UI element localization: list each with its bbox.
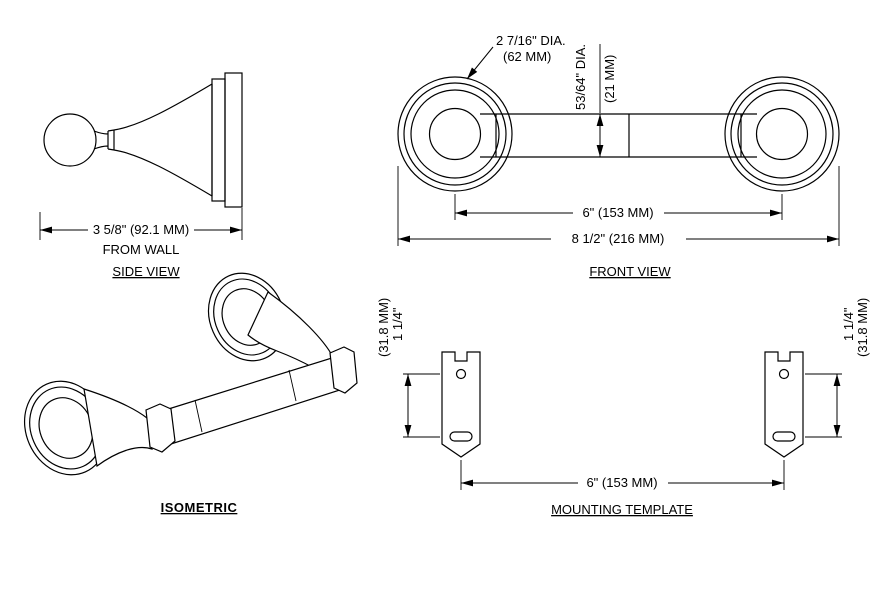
- rosette-ring: [730, 82, 834, 186]
- template-right-vertical-dimension-line1: 1 1/4": [841, 307, 856, 341]
- template-left-vertical-dimension-line1: 1 1/4": [390, 307, 405, 341]
- isometric-view: ISOMETRIC: [23, 272, 358, 515]
- template-right-vertical-dimension-line2: (31.8 MM): [855, 298, 870, 357]
- front-view-right-rosette: [724, 76, 840, 192]
- flange-diameter-dimension-line2: (62 MM): [503, 49, 551, 64]
- rosette-outer-ring: [397, 76, 513, 192]
- rosette-ring: [410, 89, 500, 179]
- side-view-depth-note: FROM WALL: [103, 242, 180, 257]
- template-left-bracket: [441, 351, 481, 458]
- front-view-roller-bar: [480, 113, 757, 158]
- side-view: 3 5/8" (92.1 MM) FROM WALL SIDE VIEW: [39, 72, 243, 279]
- isometric-left-collar: [145, 403, 176, 453]
- front-view-label: FRONT VIEW: [589, 264, 671, 279]
- rosette-ring: [737, 89, 827, 179]
- side-view-label: SIDE VIEW: [112, 264, 180, 279]
- rosette-outer-ring: [724, 76, 840, 192]
- front-view: 53/64" DIA. (21 MM) 2 7/16" DIA. (62 MM)…: [397, 33, 840, 279]
- bracket-hole: [455, 368, 467, 380]
- bracket-slot: [449, 431, 473, 442]
- side-view-wall-plate: [224, 72, 243, 208]
- side-view-depth-dimension: 3 5/8" (92.1 MM): [93, 222, 189, 237]
- flange-diameter-dimension-line1: 2 7/16" DIA.: [496, 33, 566, 48]
- side-view-ball-finial: [43, 113, 97, 167]
- isometric-label: ISOMETRIC: [161, 500, 238, 515]
- template-right-bracket: [764, 351, 804, 458]
- template-left-vertical-dimension-line2: (31.8 MM): [376, 298, 391, 357]
- bracket-outline: [441, 351, 481, 458]
- rosette-ball: [755, 107, 809, 161]
- side-view-neck: [93, 129, 115, 151]
- isometric-right-collar: [329, 346, 358, 394]
- bar-diameter-dimension-line2: (21 MM): [602, 55, 617, 103]
- bar-diameter-dimension-line1: 53/64" DIA.: [573, 44, 588, 110]
- front-view-left-rosette: [397, 76, 513, 192]
- bracket-slot: [772, 431, 796, 442]
- front-view-overall-dimension: 8 1/2" (216 MM): [572, 231, 665, 246]
- template-centers-dimension: 6" (153 MM): [586, 475, 657, 490]
- mounting-template: 1 1/4" (31.8 MM) 1 1/4" (31.8 MM) 6" (15…: [376, 298, 870, 517]
- front-view-centers-dimension: 6" (153 MM): [582, 205, 653, 220]
- leader-arrow: [466, 46, 494, 80]
- mounting-template-label: MOUNTING TEMPLATE: [551, 502, 693, 517]
- rosette-ball: [428, 107, 482, 161]
- isometric-roller-seams: [194, 369, 297, 433]
- rosette-ring: [403, 82, 507, 186]
- bracket-outline: [764, 351, 804, 458]
- bracket-hole: [778, 368, 790, 380]
